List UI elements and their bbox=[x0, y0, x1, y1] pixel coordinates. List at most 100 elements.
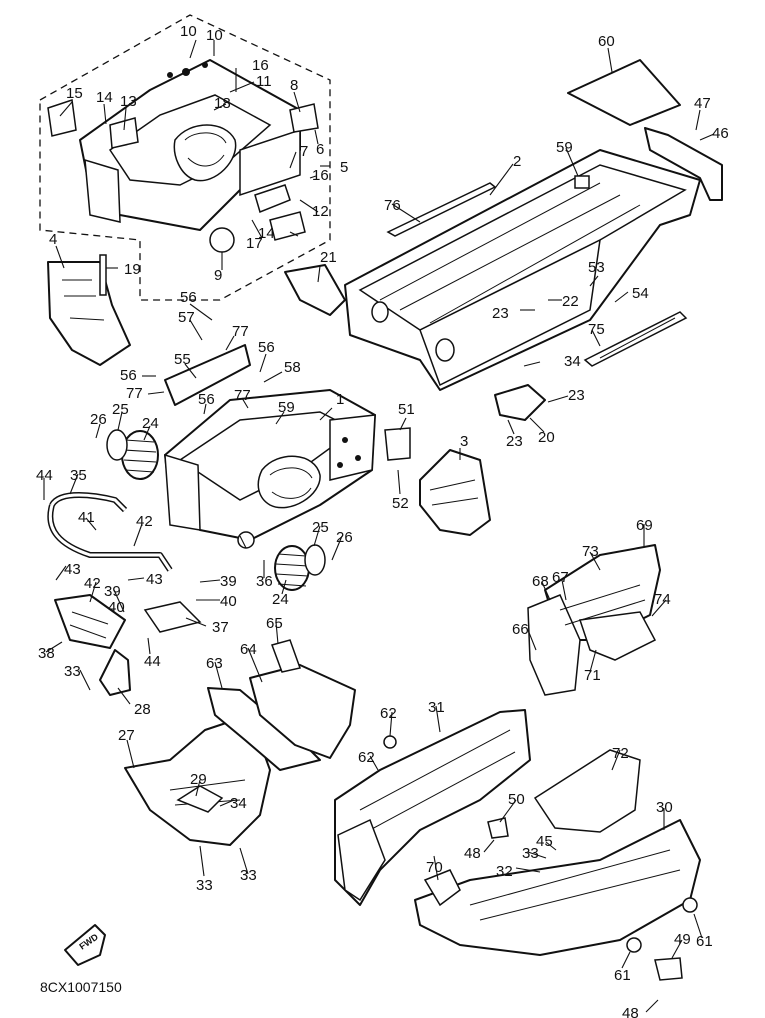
boot-24-lower bbox=[274, 545, 310, 591]
part-label-34a: 34 bbox=[564, 353, 581, 370]
part-label-23b: 23 bbox=[568, 387, 585, 404]
part-label-26b: 26 bbox=[336, 529, 353, 546]
part-label-48a: 48 bbox=[464, 845, 481, 862]
part-label-10b: 10 bbox=[206, 27, 223, 44]
part-label-56c: 56 bbox=[120, 367, 137, 384]
part-label-39b: 39 bbox=[220, 573, 237, 590]
part-label-68: 68 bbox=[532, 573, 549, 590]
part-label-51: 51 bbox=[398, 401, 415, 418]
part-label-57: 57 bbox=[178, 309, 195, 326]
part-label-26a: 26 bbox=[90, 411, 107, 428]
part-label-20: 20 bbox=[538, 429, 555, 446]
part-label-40b: 40 bbox=[220, 593, 237, 610]
part-label-47: 47 bbox=[694, 95, 711, 112]
part-label-3: 3 bbox=[460, 433, 468, 450]
part-label-27: 27 bbox=[118, 727, 135, 744]
bracket-4 bbox=[47, 261, 131, 366]
part-label-19: 19 bbox=[124, 261, 141, 278]
part-label-14b: 14 bbox=[258, 225, 275, 242]
part-label-11: 11 bbox=[256, 73, 272, 90]
part-label-43a: 43 bbox=[64, 561, 81, 578]
part-label-33d: 33 bbox=[522, 845, 539, 862]
part-label-28: 28 bbox=[134, 701, 151, 718]
part-label-1: 1 bbox=[336, 391, 344, 408]
part-label-16a: 16 bbox=[252, 57, 269, 74]
diagram-code: 8CX1007150 bbox=[40, 979, 122, 995]
part-label-42a: 42 bbox=[136, 513, 153, 530]
part-label-38: 38 bbox=[38, 645, 55, 662]
leader-lines bbox=[43, 39, 715, 1013]
part-label-23a: 23 bbox=[492, 305, 509, 322]
part-label-18: 18 bbox=[214, 95, 231, 112]
part-label-30: 30 bbox=[656, 799, 673, 816]
subassembly-dashed-outline bbox=[39, 14, 331, 301]
cover-63 bbox=[207, 687, 321, 771]
part-label-15: 15 bbox=[66, 85, 83, 102]
bracket-3 bbox=[419, 449, 491, 536]
part-label-39a: 39 bbox=[104, 583, 121, 600]
part-label-24a: 24 bbox=[142, 415, 159, 432]
part-label-77c: 77 bbox=[234, 387, 251, 404]
plate-70 bbox=[423, 869, 461, 907]
part-label-40a: 40 bbox=[108, 599, 125, 616]
part-label-43b: 43 bbox=[146, 571, 163, 588]
cap-62-upper bbox=[383, 735, 397, 749]
part-label-14a: 14 bbox=[96, 89, 113, 106]
strip-76 bbox=[386, 182, 497, 237]
part-label-4: 4 bbox=[49, 231, 57, 248]
part-label-37: 37 bbox=[212, 619, 229, 636]
part-label-16b: 16 bbox=[312, 167, 329, 184]
bracket-20 bbox=[494, 384, 546, 421]
part-label-71: 71 bbox=[584, 667, 601, 684]
part-label-60: 60 bbox=[598, 33, 615, 50]
part-label-54: 54 bbox=[632, 285, 649, 302]
part-label-56d: 56 bbox=[198, 391, 215, 408]
part-label-33b: 33 bbox=[196, 877, 213, 894]
part-label-12: 12 bbox=[312, 203, 329, 220]
part-label-74: 74 bbox=[654, 591, 671, 608]
part-label-72: 72 bbox=[612, 745, 629, 762]
part-label-52: 52 bbox=[392, 495, 409, 512]
artwork: FWD bbox=[39, 14, 723, 981]
part-label-61a: 61 bbox=[696, 933, 713, 950]
part-label-59a: 59 bbox=[556, 139, 573, 156]
plate-72 bbox=[533, 749, 641, 833]
part-label-63: 63 bbox=[206, 655, 223, 672]
front-frame-upper bbox=[47, 59, 319, 253]
part-label-36: 36 bbox=[256, 573, 273, 590]
center-frame-1 bbox=[164, 389, 376, 549]
part-label-23c: 23 bbox=[506, 433, 523, 450]
part-label-33a: 33 bbox=[64, 663, 81, 680]
plate-49 bbox=[654, 957, 683, 981]
part-label-2: 2 bbox=[513, 153, 521, 170]
part-label-58: 58 bbox=[284, 359, 301, 376]
part-label-25a: 25 bbox=[112, 401, 129, 418]
part-label-62a: 62 bbox=[380, 705, 397, 722]
fwd-arrow: FWD bbox=[64, 924, 106, 966]
part-label-33c: 33 bbox=[240, 867, 257, 884]
part-label-9: 9 bbox=[214, 267, 222, 284]
part-label-44a: 44 bbox=[36, 467, 53, 484]
plate-51 bbox=[384, 427, 411, 461]
part-label-35: 35 bbox=[70, 467, 87, 484]
part-label-29: 29 bbox=[190, 771, 207, 788]
bracket-46 bbox=[644, 127, 723, 201]
bracket-28 bbox=[99, 649, 131, 696]
cap-61-lower bbox=[626, 937, 642, 953]
cap-61-right bbox=[682, 897, 698, 913]
plate-37 bbox=[143, 601, 202, 633]
part-label-61b: 61 bbox=[614, 967, 631, 984]
part-label-21: 21 bbox=[320, 249, 337, 266]
part-label-77b: 77 bbox=[126, 385, 143, 402]
part-label-77a: 77 bbox=[232, 323, 249, 340]
part-label-59b: 59 bbox=[278, 399, 295, 416]
cover-64 bbox=[249, 664, 356, 759]
cowl-27 bbox=[124, 714, 271, 846]
frame-panel-2 bbox=[344, 149, 701, 391]
part-label-5: 5 bbox=[340, 159, 348, 176]
part-label-45: 45 bbox=[536, 833, 553, 850]
part-label-7: 7 bbox=[300, 143, 308, 160]
cover-65 bbox=[271, 639, 301, 673]
part-label-34b: 34 bbox=[230, 795, 247, 812]
